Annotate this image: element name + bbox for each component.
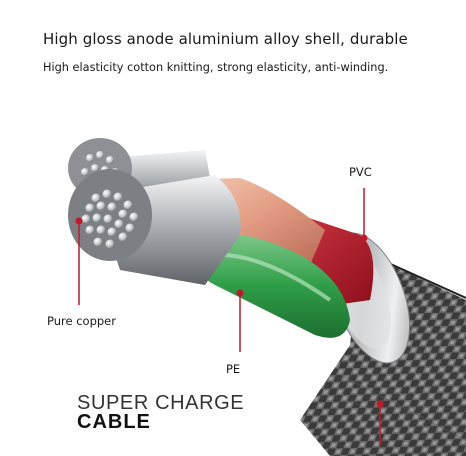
headline: High gloss anode aluminium alloy shell, … — [43, 30, 408, 48]
copper-strands-front — [68, 169, 241, 285]
callout-pure-copper — [75, 217, 83, 305]
green-insulation — [190, 232, 350, 338]
label-pvc: PVC — [349, 165, 372, 179]
callout-braid — [376, 400, 384, 445]
brand-title-line1: SUPER CHARGE — [77, 392, 245, 414]
callout-pe — [236, 289, 244, 352]
callout-pvc — [360, 188, 368, 242]
subheadline: High elasticity cotton knitting, strong … — [43, 61, 389, 74]
label-pure-copper: Pure copper — [47, 314, 116, 328]
brand-title-line2: CABLE — [77, 411, 151, 433]
label-pe: PE — [226, 362, 241, 376]
